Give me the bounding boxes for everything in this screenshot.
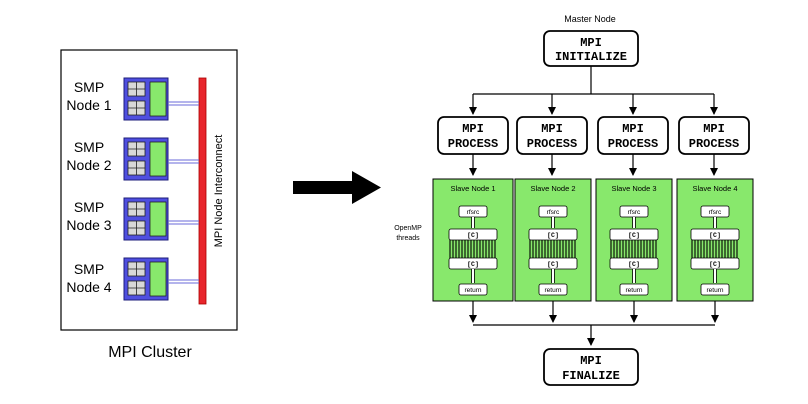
smp-node-1-label-line1: SMP [74,79,104,95]
smp-node-1: SMP Node 1 [66,77,199,121]
svg-text:[C]: [C] [628,261,640,268]
svg-text:rfsrc: rfsrc [709,209,722,216]
svg-text:[C]: [C] [709,232,721,239]
mpi-process-box-4: MPI PROCESS [678,116,750,155]
svg-text:[C]: [C] [467,232,479,239]
smp-node-4: SMP Node 4 [66,257,199,301]
mpi-process-box-1: MPI PROCESS [437,116,509,155]
slave-node-2: Slave Node 2 rfsrc [C] [C] return [514,178,592,302]
cluster-caption: MPI Cluster [108,344,192,361]
svg-text:PROCESS: PROCESS [689,137,739,151]
interconnect-label: MPI Node Interconnect [213,135,225,248]
smp-node-3-label-line1: SMP [74,199,104,215]
svg-text:MPI: MPI [462,122,484,136]
svg-text:return: return [626,287,643,294]
mpi-process-box-3: MPI PROCESS [597,116,669,155]
big-arrow-icon [293,171,381,204]
svg-text:[C]: [C] [709,261,721,268]
svg-text:Slave Node 2: Slave Node 2 [530,184,575,193]
svg-text:return: return [465,287,482,294]
svg-text:FINALIZE: FINALIZE [562,369,620,383]
smp-node-1-label-line2: Node 1 [66,97,111,113]
master-node-label: Master Node [564,14,616,24]
svg-text:Slave Node 4: Slave Node 4 [692,184,737,193]
svg-text:PROCESS: PROCESS [527,137,577,151]
smp-node-1-memory [149,81,167,117]
mpi-finalize-box: MPI FINALIZE [543,348,639,386]
svg-text:MPI: MPI [580,36,602,50]
svg-text:MPI: MPI [580,354,602,368]
smp-node-3: SMP Node 3 [66,197,199,241]
svg-text:rfsrc: rfsrc [547,209,560,216]
smp-node-4-label-line1: SMP [74,261,104,277]
slave-node-1: Slave Node 1 rfsrc [C] [C] return [432,178,514,302]
slave-node-3: Slave Node 3 rfsrc [C] [C] return [595,178,673,302]
svg-text:[C]: [C] [547,261,559,268]
svg-text:[C]: [C] [547,232,559,239]
svg-text:[C]: [C] [467,261,479,268]
svg-text:rfsrc: rfsrc [628,209,641,216]
svg-text:return: return [545,287,562,294]
svg-text:MPI: MPI [541,122,563,136]
smp-node-3-memory [149,201,167,237]
svg-text:MPI: MPI [703,122,725,136]
svg-text:PROCESS: PROCESS [608,137,658,151]
openmp-threads-label-line2: threads [396,235,420,242]
interconnect-bar [198,77,207,305]
openmp-threads-label-line1: OpenMP [394,225,422,232]
smp-node-2: SMP Node 2 [66,137,199,181]
svg-text:rfsrc: rfsrc [467,209,480,216]
mpi-process-box-2: MPI PROCESS [516,116,588,155]
smp-node-2-memory [149,141,167,177]
smp-node-4-memory [149,261,167,297]
svg-text:Slave Node 1: Slave Node 1 [450,184,495,193]
smp-node-2-label-line1: SMP [74,139,104,155]
svg-text:PROCESS: PROCESS [448,137,498,151]
svg-text:return: return [707,287,724,294]
smp-node-3-label-line2: Node 3 [66,217,111,233]
svg-text:[C]: [C] [628,232,640,239]
smp-node-2-label-line2: Node 2 [66,157,111,173]
slave-node-4: Slave Node 4 rfsrc [C] [C] return [676,178,754,302]
svg-text:Slave Node 3: Slave Node 3 [611,184,656,193]
mpi-initialize-box: MPI INITIALIZE [543,30,639,67]
smp-node-4-label-line2: Node 4 [66,279,111,295]
svg-text:INITIALIZE: INITIALIZE [555,50,627,64]
svg-text:MPI: MPI [622,122,644,136]
